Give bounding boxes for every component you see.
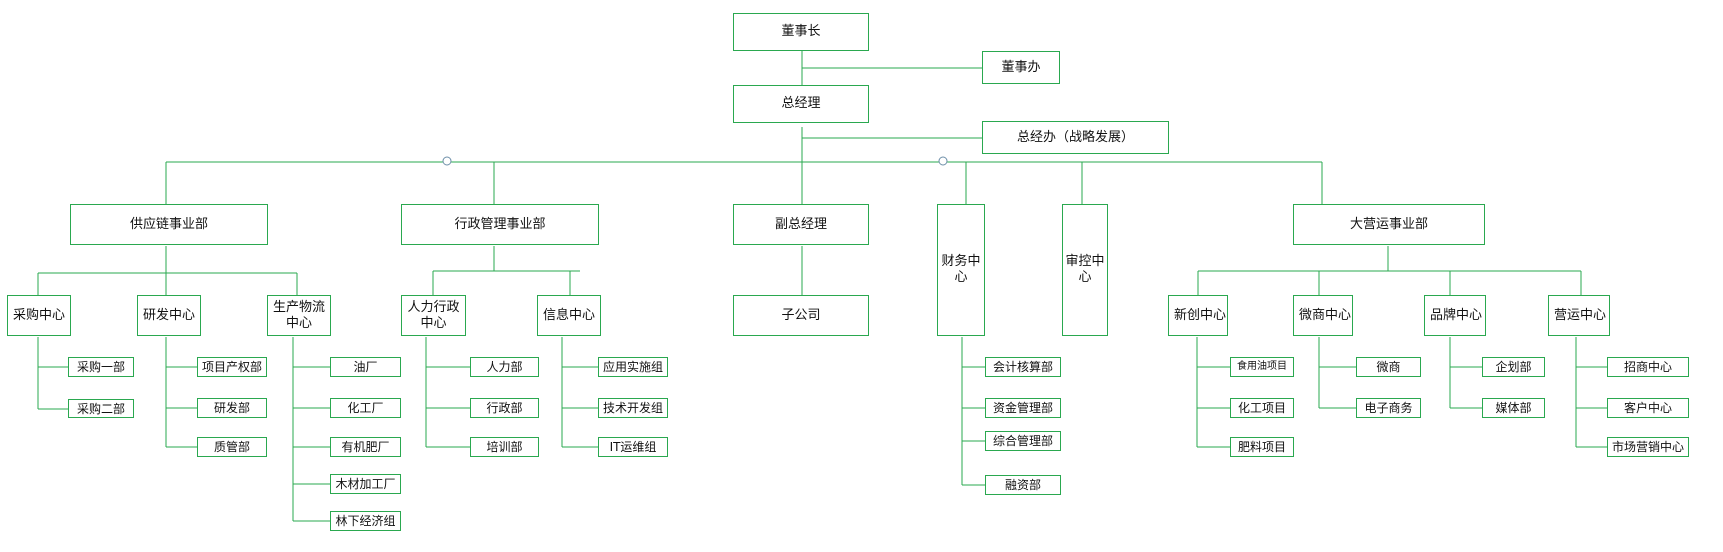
fertilizer-plant-box: 有机肥厂 [330, 437, 401, 457]
vice-gm-box: 副总经理 [733, 204, 869, 245]
info-center-box: 信息中心 [537, 295, 601, 336]
microbusiness-center-box: 微商中心 [1293, 295, 1353, 336]
fertilizer-project-box: 肥料项目 [1230, 437, 1294, 457]
purchase-dept-2-box: 采购二部 [68, 399, 134, 418]
purchase-center-box: 采购中心 [7, 295, 71, 336]
rd-dept-box: 研发部 [197, 398, 267, 418]
hr-admin-center-box: 人力行政中心 [401, 295, 466, 336]
forest-economy-group-box: 林下经济组 [330, 511, 401, 531]
training-dept-box: 培训部 [470, 437, 539, 457]
purchase-dept-1-box: 采购一部 [68, 357, 134, 377]
production-logistics-box: 生产物流中心 [267, 295, 331, 336]
joint-marker [442, 156, 452, 166]
financing-dept-box: 融资部 [985, 475, 1061, 495]
chemical-plant-box: 化工厂 [330, 398, 401, 418]
ecommerce-box: 电子商务 [1356, 398, 1421, 418]
gm-office-box: 总经办（战略发展） [982, 121, 1169, 154]
oil-plant-box: 油厂 [330, 357, 401, 377]
marketing-center-box: 市场营销中心 [1607, 437, 1689, 457]
tech-dev-group-box: 技术开发组 [598, 398, 668, 418]
innovation-center-box: 新创中心 [1168, 295, 1228, 336]
microbusiness-box: 微商 [1356, 357, 1421, 377]
project-ip-dept-box: 项目产权部 [197, 357, 267, 377]
chemical-project-box: 化工项目 [1230, 398, 1294, 418]
operations-center-box: 营运中心 [1548, 295, 1610, 336]
customer-center-box: 客户中心 [1607, 398, 1689, 418]
accounting-dept-box: 会计核算部 [985, 357, 1061, 377]
wood-plant-box: 木材加工厂 [330, 474, 401, 494]
quality-dept-box: 质管部 [197, 437, 267, 457]
finance-center-box: 财务中心 [937, 204, 985, 336]
board-office-box: 董事办 [982, 51, 1060, 84]
supply-chain-division-box: 供应链事业部 [70, 204, 268, 245]
media-dept-box: 媒体部 [1482, 398, 1545, 418]
admin-dept-box: 行政部 [470, 398, 539, 418]
brand-center-box: 品牌中心 [1424, 295, 1486, 336]
investment-center-box: 招商中心 [1607, 357, 1689, 377]
general-mgmt-dept-box: 综合管理部 [985, 431, 1061, 451]
operations-division-box: 大营运事业部 [1293, 204, 1485, 245]
chairman-box: 董事长 [733, 13, 869, 51]
app-impl-group-box: 应用实施组 [598, 357, 668, 377]
admin-division-box: 行政管理事业部 [401, 204, 599, 245]
rd-center-box: 研发中心 [137, 295, 201, 336]
edible-oil-project-box: 食用油项目 [1230, 357, 1294, 377]
joint-marker [938, 156, 948, 166]
hr-dept-box: 人力部 [470, 357, 539, 377]
gm-box: 总经理 [733, 85, 869, 123]
audit-center-box: 审控中心 [1062, 204, 1108, 336]
fund-mgmt-dept-box: 资金管理部 [985, 398, 1061, 418]
planning-dept-box: 企划部 [1482, 357, 1545, 377]
it-ops-group-box: IT运维组 [598, 437, 668, 457]
subsidiary-box: 子公司 [733, 295, 869, 336]
